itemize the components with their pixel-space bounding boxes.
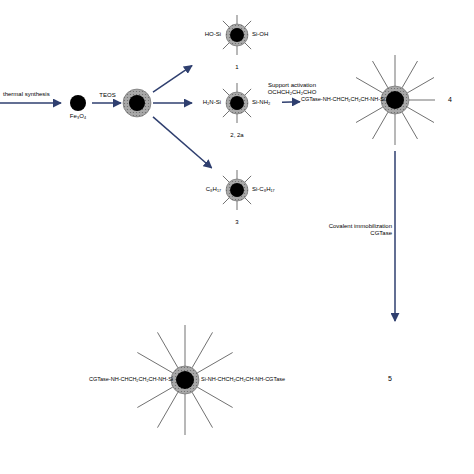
synthesis-arrow: [0, 102, 61, 104]
ligand-spoke: [237, 170, 238, 179]
reaction-label: Covalent immobilization CGTase: [319, 223, 393, 237]
ligand-spoke: [237, 15, 238, 24]
ligand-spoke: [223, 111, 229, 117]
ligand-spoke: [137, 387, 173, 408]
particle: [223, 83, 251, 123]
silica-shell: [226, 179, 248, 201]
magnetite-core: [230, 96, 244, 110]
ligand-spoke: [373, 112, 389, 139]
ligand-spoke: [245, 21, 251, 27]
ligand-spoke: [245, 111, 251, 117]
ligand-spoke: [402, 61, 418, 88]
group-label: H₂N-Si: [192, 99, 221, 106]
ligand-spoke: [137, 353, 173, 374]
reaction-arrow: [153, 66, 192, 93]
reaction-label: TEOS: [97, 92, 119, 99]
silica-shell: [381, 86, 409, 114]
ligand-spoke: [407, 107, 434, 123]
group-label: Fe₃O₄: [64, 113, 92, 120]
ligand-spoke: [158, 332, 179, 368]
connectors: [92, 66, 395, 321]
particle-illustrations: [70, 15, 435, 435]
ligand-spoke: [223, 21, 229, 27]
group-label: CGTase-NH-CHCH₂CH₂CH-NH-Si: [89, 376, 169, 383]
magnetite-core: [176, 371, 194, 389]
ligand-spoke: [192, 392, 213, 428]
particle: [70, 95, 86, 111]
ligand-spoke: [223, 43, 229, 49]
ligand-spoke: [185, 394, 186, 435]
ligand-spoke: [185, 325, 186, 366]
ligand-spoke: [237, 114, 238, 123]
particle-number: 3: [192, 219, 282, 226]
ligand-spoke: [197, 387, 233, 408]
ligand-spoke: [237, 201, 238, 210]
silica-shell: [171, 366, 199, 394]
group-label: Si-NH-CHCH₂CH₂CH-NH-CGTase: [201, 376, 296, 383]
ligand-spoke: [245, 43, 251, 49]
group-label: Si-NH₂: [252, 99, 282, 106]
ligand-spoke: [223, 198, 229, 204]
reaction-label: Support activation OCHCH₂CH₂CHO: [262, 82, 322, 96]
reaction-arrow: [92, 102, 121, 104]
reaction-arrow: [153, 117, 212, 168]
ligand-spoke: [245, 89, 251, 95]
reaction-arrow: [153, 102, 192, 104]
group-label: C₈H₁₇: [192, 186, 221, 193]
ligand-spoke: [245, 198, 251, 204]
ligand-spoke: [402, 112, 418, 139]
particle-node: [121, 87, 153, 119]
ligand-spoke: [395, 55, 396, 86]
magnetite-core: [230, 28, 244, 42]
group-label: HO-Si: [192, 31, 221, 38]
ligand-spoke: [356, 78, 383, 94]
silica-shell: [226, 24, 248, 46]
magnetite-core: [129, 95, 145, 111]
process-label: thermal synthesis: [3, 91, 50, 98]
particle-node: C₈H₁₇ Si-C₈H₁₇ 3: [192, 168, 282, 230]
reaction-arrow: [394, 151, 396, 321]
ligand-spoke: [409, 100, 435, 101]
ligand-spoke: [237, 46, 238, 55]
ligand-spoke: [223, 176, 229, 182]
magnetite-core: [70, 95, 86, 111]
ligand-spoke: [237, 83, 238, 92]
magnetite-core: [386, 91, 404, 109]
particle: [123, 89, 151, 117]
group-label: Si-C₈H₁₇: [252, 186, 282, 193]
reaction-arrow: [282, 101, 300, 103]
ligand-spoke: [158, 392, 179, 428]
silica-shell: [123, 89, 151, 117]
particle-number: 1: [192, 64, 282, 71]
ligand-spoke: [407, 78, 434, 94]
ligand-spoke: [395, 114, 396, 145]
silica-shell: [226, 92, 248, 114]
particle: [223, 170, 251, 210]
particle-number: 5: [384, 375, 396, 383]
ligand-spoke: [197, 353, 233, 374]
particle-node: HO-Si Si-OH 1: [192, 13, 282, 75]
particle-node: CGTase-NH-CHCH₂CH₂CH-NH-Si 4: [300, 50, 460, 150]
ligand-spoke: [192, 332, 213, 368]
particle-number: 2, 2a: [192, 132, 282, 139]
group-label: Si-OH: [252, 31, 282, 38]
ligand-spoke: [356, 107, 383, 123]
ligand-spoke: [245, 176, 251, 182]
magnetite-core: [230, 183, 244, 197]
group-label: CGTase-NH-CHCH₂CH₂CH-NH-Si: [301, 96, 380, 103]
ligand-spoke: [223, 89, 229, 95]
particle: [223, 15, 251, 55]
particle-number: 4: [444, 96, 456, 104]
particle-node: Fe₃O₄: [64, 92, 92, 130]
ligand-spoke: [373, 61, 389, 88]
particle-node: CGTase-NH-CHCH₂CH₂CH-NH-Si Si-NH-CHCH₂CH₂…: [88, 322, 408, 440]
